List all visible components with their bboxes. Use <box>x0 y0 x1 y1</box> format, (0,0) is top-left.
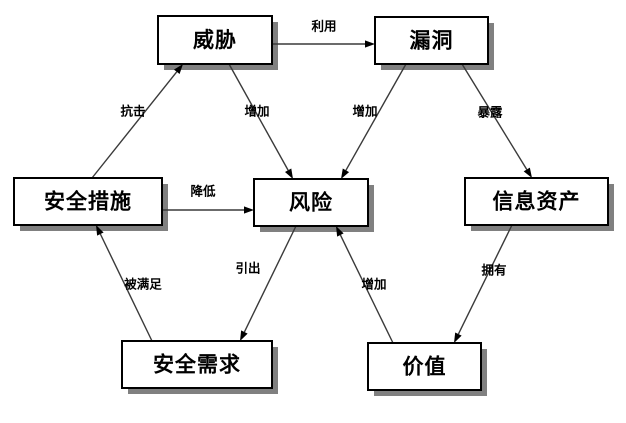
arrowhead-icon <box>365 40 375 48</box>
edge-label-l6: 降低 <box>190 184 216 199</box>
arrowhead-icon <box>244 206 254 214</box>
node-box-threat[interactable] <box>157 15 273 65</box>
arrowhead-icon <box>454 332 462 343</box>
edge-vulnerability-to-risk <box>341 63 407 179</box>
edge-threat-to-risk <box>228 63 293 179</box>
node-asset[interactable]: 信息资产 <box>464 177 609 226</box>
node-label-requirement: 安全需求 <box>153 353 241 377</box>
node-box-vulnerability[interactable] <box>374 16 489 65</box>
edge-label-l2: 抗击 <box>120 104 145 119</box>
node-risk[interactable]: 风险 <box>253 178 369 227</box>
edge-layer <box>91 40 532 344</box>
edge-safeguard-to-risk <box>162 206 254 214</box>
arrowhead-icon <box>96 225 104 236</box>
edge-label-layer: 利用抗击增加增加暴露降低被满足引出增加拥有 <box>120 19 506 292</box>
arrowhead-icon <box>523 167 532 178</box>
edge-value-to-risk <box>336 226 394 344</box>
node-label-vulnerability: 漏洞 <box>410 29 454 53</box>
edge-label-l1: 利用 <box>311 19 336 34</box>
node-box-requirement[interactable] <box>121 340 273 389</box>
node-label-threat: 威胁 <box>193 28 237 52</box>
node-threat[interactable]: 威胁 <box>157 15 273 65</box>
edge-vulnerability-to-asset <box>461 63 532 178</box>
arrowhead-icon <box>336 226 344 237</box>
edge-label-l3: 增加 <box>244 104 269 119</box>
node-box-asset[interactable] <box>464 177 609 226</box>
node-label-asset: 信息资产 <box>493 190 581 214</box>
node-label-value: 价值 <box>403 355 447 379</box>
node-label-risk: 风险 <box>289 191 333 215</box>
node-label-safeguard: 安全措施 <box>44 190 132 214</box>
edge-line <box>339 234 394 344</box>
arrowhead-icon <box>284 168 293 179</box>
node-safeguard[interactable]: 安全措施 <box>13 177 163 226</box>
arrowhead-icon <box>173 64 183 75</box>
edge-label-l10: 拥有 <box>481 263 506 278</box>
node-box-risk[interactable] <box>253 178 369 227</box>
edge-asset-to-value <box>454 224 513 343</box>
edge-label-l5: 暴露 <box>476 105 503 120</box>
edge-threat-to-vulnerability <box>272 40 375 48</box>
edge-line <box>91 71 178 179</box>
edge-label-l7: 被满足 <box>124 277 162 292</box>
edge-line <box>99 233 153 342</box>
node-vulnerability[interactable]: 漏洞 <box>374 16 489 65</box>
edge-line <box>228 63 289 171</box>
node-box-value[interactable] <box>367 342 482 391</box>
edge-line <box>457 224 513 335</box>
node-value[interactable]: 价值 <box>367 342 482 391</box>
edge-line <box>461 63 528 170</box>
node-requirement[interactable]: 安全需求 <box>121 340 273 389</box>
node-box-safeguard[interactable] <box>13 177 163 226</box>
edge-label-l4: 增加 <box>352 104 377 119</box>
edge-risk-to-requirement <box>240 225 297 341</box>
edge-label-l9: 增加 <box>361 277 386 292</box>
edge-line <box>243 225 297 333</box>
arrowhead-icon <box>240 330 248 341</box>
edge-label-l8: 引出 <box>235 261 260 276</box>
edge-line <box>345 63 407 171</box>
arrowhead-icon <box>341 168 350 179</box>
edge-requirement-to-safeguard <box>96 225 153 342</box>
edge-safeguard-to-threat <box>91 64 183 179</box>
